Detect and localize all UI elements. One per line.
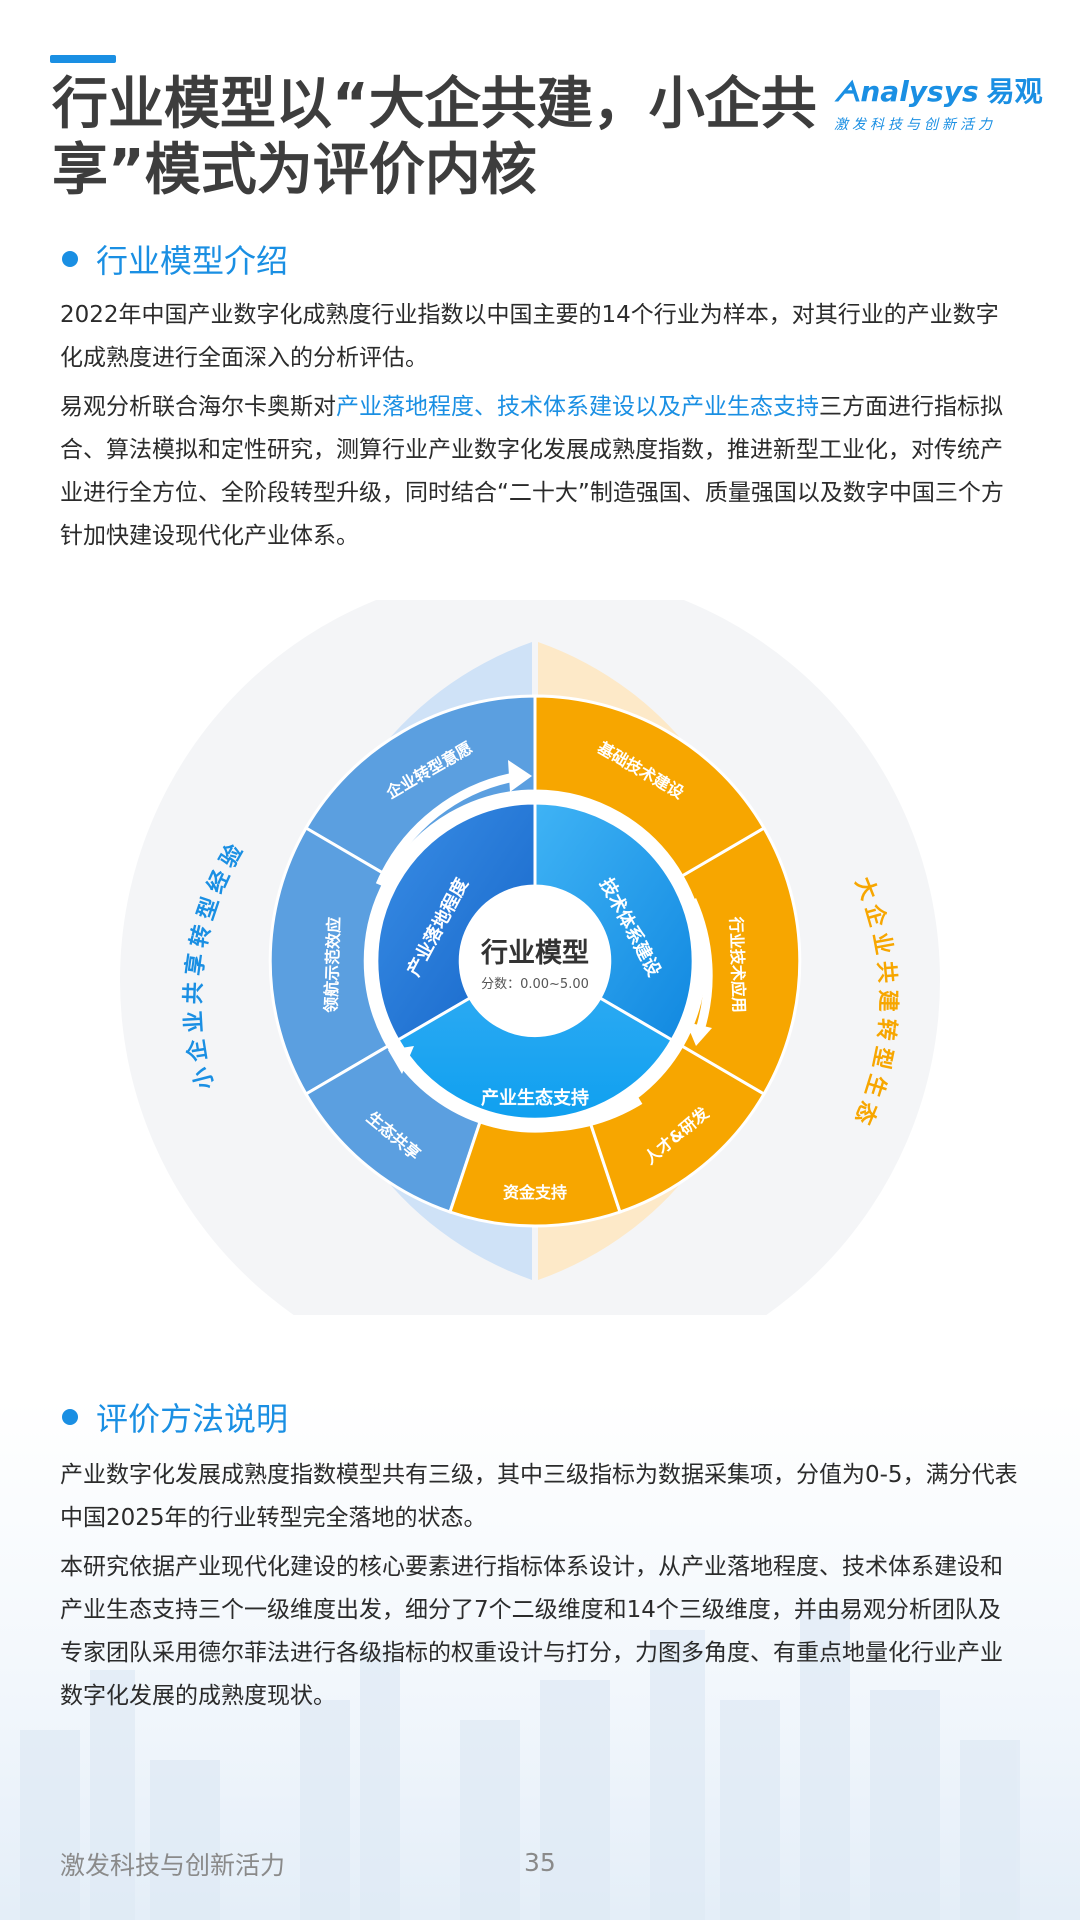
skyline-background [0, 1400, 1080, 1920]
section-heading-model-intro: 行业模型介绍 [62, 236, 288, 282]
label-ecosystem-support: 产业生态支持 [481, 1087, 589, 1109]
center-score: 分数：0.00~5.00 [481, 977, 589, 992]
sector-tech-system [533, 801, 695, 1043]
method-paragraph-2: 本研究依据产业现代化建设的核心要素进行指标体系设计，从产业落地程度、技术体系建设… [60, 1554, 1003, 1709]
arrow-head-bottom-icon [388, 1046, 414, 1074]
center-title: 行业模型 [480, 937, 589, 969]
section-heading-label: 行业模型介绍 [96, 242, 289, 280]
p2-highlight: 产业落地程度、技术体系建设以及产业生态支持 [336, 394, 819, 420]
arrow-arc-right [687, 898, 713, 1032]
method-paragraph-1: 产业数字化发展成熟度指数模型共有三级，其中三级指标为数据采集项，分值为0-5，满… [60, 1462, 1018, 1531]
logo-wordmark: nalysys [860, 75, 979, 108]
label-funding-support: 资金支持 [503, 1183, 567, 1202]
page-title: 行业模型以“大企共建，小企共享”模式为评价内核 [52, 72, 817, 203]
page-number: 35 [524, 1848, 556, 1877]
logo-chinese-name: 易观 [986, 75, 1043, 108]
arrow-arc-bottom [396, 1057, 643, 1133]
title-accent-bar [50, 55, 116, 63]
intro-paragraph-1: 2022年中国产业数字化成熟度行业指数以中国主要的14个行业为样本，对其行业的产… [60, 302, 999, 371]
arrow-head-right-icon [686, 1022, 712, 1046]
arrow-arc-top [375, 771, 521, 887]
center-circle [461, 887, 609, 1035]
sector-industry-landing [375, 801, 537, 1043]
logo-a-icon: ᗅ [834, 75, 861, 108]
arrow-head-top-icon [508, 760, 532, 792]
intro-paragraph-2: 易观分析联合海尔卡奥斯对产业落地程度、技术体系建设以及产业生态支持三方面进行指标… [60, 386, 1020, 558]
footer-tagline: 激发科技与创新活力 [60, 1851, 286, 1880]
bullet-dot-icon [62, 251, 78, 267]
industry-model-diagram: 行业模型 分数：0.00~5.00 产业落地程度 技术体系建设 产业生态支持 企… [80, 600, 1000, 1315]
bullet-dot-icon [62, 1409, 78, 1425]
logo-tagline: 激发科技与创新活力 [834, 117, 996, 133]
label-pilot-demonstration: 领航示范效应 [321, 916, 343, 1013]
label-industry-tech-application: 行业技术应用 [726, 915, 748, 1013]
section-heading-evaluation-method: 评价方法说明 [62, 1394, 288, 1440]
sector-ecosystem-support [395, 995, 675, 1121]
section-heading-label: 评价方法说明 [96, 1400, 289, 1438]
p2-text-after: 三方面进行指标拟合、算法模拟和定性研究，测算行业产业数字化发展成熟度指数，推进新… [60, 394, 1004, 549]
p2-text-before: 易观分析联合海尔卡奥斯对 [60, 394, 336, 420]
